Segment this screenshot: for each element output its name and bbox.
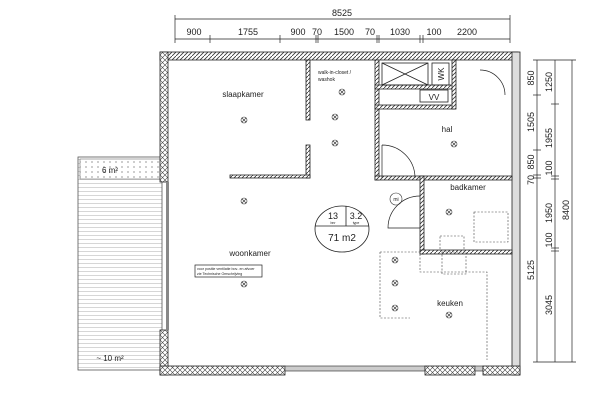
balcony-terrace-area: ~ 10 m² bbox=[96, 354, 124, 363]
dim-label: 1505 bbox=[526, 112, 536, 132]
ceiling-light-icon bbox=[391, 304, 399, 312]
dim-label: 1955 bbox=[544, 128, 554, 148]
dim-label: 100 bbox=[426, 27, 441, 37]
bnr-value: 13 bbox=[328, 211, 338, 221]
dim-label: 70 bbox=[365, 27, 375, 37]
room-label-woonkamer: woonkamer bbox=[228, 249, 271, 258]
ceiling-light-icon bbox=[445, 208, 453, 216]
exterior-walls bbox=[159, 51, 521, 376]
light-fixtures bbox=[240, 88, 458, 319]
dim-label: 5125 bbox=[526, 260, 536, 280]
room-label-badkamer: badkamer bbox=[450, 183, 486, 192]
meter-cupboard-icon bbox=[389, 192, 403, 206]
ceiling-light-icon bbox=[338, 88, 346, 96]
type-label: type bbox=[353, 221, 360, 225]
unit-area: 71 m2 bbox=[328, 233, 356, 244]
kitchen-outline bbox=[379, 211, 509, 360]
wk-label: WK bbox=[437, 67, 446, 81]
balcony bbox=[77, 156, 163, 371]
interior-walls bbox=[229, 59, 513, 255]
dim-label: 1250 bbox=[544, 72, 554, 92]
dim-label: 1950 bbox=[544, 203, 554, 223]
balcony-storage-area: 6 m² bbox=[102, 166, 118, 175]
ceiling-light-icon bbox=[240, 280, 248, 288]
top-dimension-lines bbox=[174, 15, 511, 43]
dim-label: 900 bbox=[186, 27, 201, 37]
ceiling-light-icon bbox=[240, 116, 248, 124]
type-value: 3.2 bbox=[350, 211, 363, 221]
dim-total-height: 8400 bbox=[561, 200, 571, 220]
ceiling-light-icon bbox=[331, 113, 339, 121]
right-dimension-labels: 850 1505 850 70 5125 1250 1955 100 1950 … bbox=[526, 70, 571, 315]
ventilation-note-line2: zie Technische Omschrijving bbox=[197, 272, 242, 276]
ventilation-note-line1: voor positie ventilatie bov- en afvoer bbox=[197, 267, 255, 271]
room-label-hal: hal bbox=[442, 125, 453, 134]
vv-label: VV bbox=[429, 93, 440, 102]
dim-label: 1030 bbox=[390, 27, 410, 37]
room-label-walk-in-closet: walk-in-closet / bbox=[318, 70, 352, 76]
dim-label: 850 bbox=[526, 154, 536, 169]
dim-label: 3045 bbox=[544, 295, 554, 315]
ceiling-light-icon bbox=[331, 139, 339, 147]
dim-label: 70 bbox=[526, 175, 536, 185]
dim-label: 850 bbox=[526, 70, 536, 85]
room-label-washok: washok bbox=[318, 77, 335, 83]
dim-label: 2200 bbox=[457, 27, 477, 37]
room-label-slaapkamer: slaapkamer bbox=[222, 90, 264, 99]
dim-label: 100 bbox=[544, 160, 554, 175]
ventilation-note-box bbox=[194, 264, 263, 278]
dim-label: 70 bbox=[312, 27, 322, 37]
dim-label: 100 bbox=[544, 232, 554, 247]
dim-label: 1500 bbox=[334, 27, 354, 37]
ceiling-light-icon bbox=[391, 256, 399, 264]
right-dimension-lines bbox=[533, 59, 576, 363]
unit-info-badge bbox=[314, 205, 370, 253]
dimension-total-width: 8525 bbox=[332, 8, 352, 18]
top-dimension-labels: 900 1755 900 70 1500 70 1030 100 2200 bbox=[186, 27, 477, 37]
dim-label: 1755 bbox=[238, 27, 258, 37]
ceiling-light-icon bbox=[240, 197, 248, 205]
room-label-keuken: keuken bbox=[437, 299, 463, 308]
dim-label: 900 bbox=[290, 27, 305, 37]
ceiling-light-icon bbox=[450, 140, 458, 148]
doors bbox=[381, 69, 506, 229]
ceiling-light-icon bbox=[391, 279, 399, 287]
bnr-label: bnr bbox=[330, 221, 336, 225]
meter-cupboard-label: mi bbox=[393, 197, 398, 203]
ceiling-light-icon bbox=[445, 311, 453, 319]
